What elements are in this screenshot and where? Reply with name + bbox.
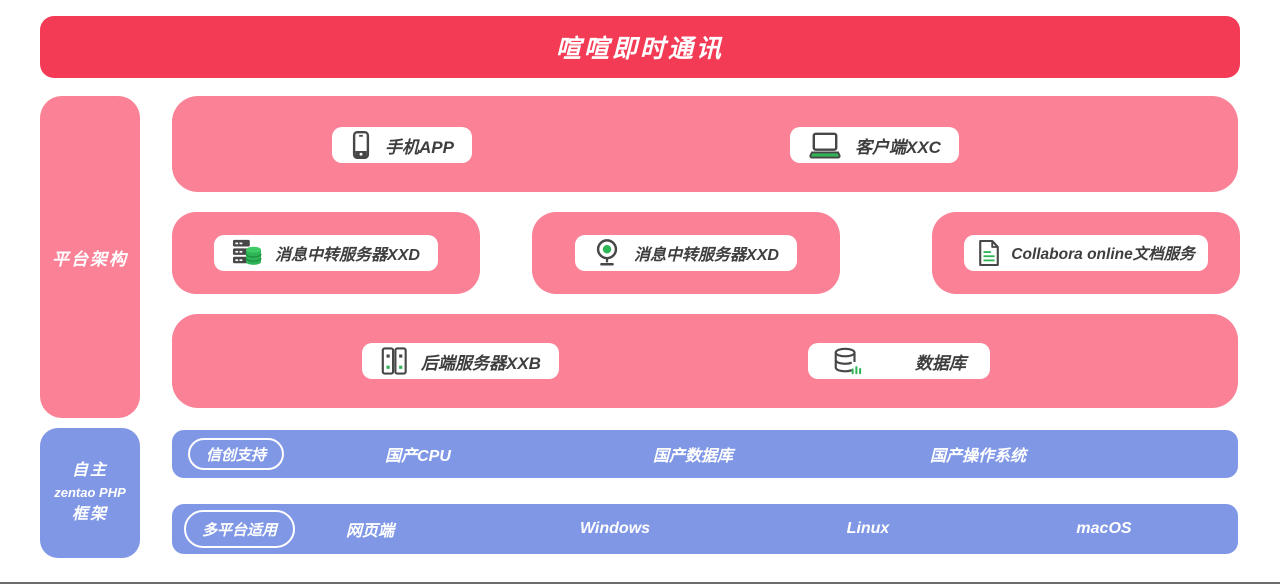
platform-architecture-label: 平台架构 (52, 249, 128, 269)
database-pill: 数据库 (808, 343, 990, 379)
framework-box: 自主 zentao PHP 框架 (40, 428, 140, 558)
relay-server-label-1: 消息中转服务器XXD (275, 247, 420, 264)
database-label: 数据库 (915, 353, 966, 373)
framework-line-3: 框架 (71, 505, 108, 523)
framework-line-1: 自主 (71, 462, 108, 480)
client-xxc-label: 客户端XXC (855, 137, 941, 157)
relay-server-pill-2: 消息中转服务器XXD (575, 235, 797, 271)
document-icon (977, 239, 1001, 267)
platform-architecture-box: 平台架构 (40, 96, 140, 418)
domestic-database-label: 国产数据库 (652, 448, 734, 465)
phone-icon (350, 130, 372, 160)
backend-server-pill: 后端服务器XXB (362, 343, 559, 379)
mobile-app-pill: 手机APP (332, 127, 472, 163)
platforms-row: 多平台适用 网页端 Windows Linux macOS (172, 504, 1238, 554)
collabora-pill: Collabora online文档服务 (964, 235, 1208, 271)
screenshot-bottom-edge (0, 582, 1280, 584)
relay-server-box-1: 消息中转服务器XXD (172, 212, 480, 294)
macos-label: macOS (1076, 520, 1132, 537)
server-stack-icon (232, 239, 262, 267)
domestic-os-label: 国产操作系统 (929, 448, 1027, 465)
relay-server-box-2: 消息中转服务器XXD (532, 212, 840, 294)
page-title: 喧喧即时通讯 (555, 35, 724, 63)
webcam-icon (593, 238, 621, 268)
relay-server-label-2: 消息中转服务器XXD (634, 247, 779, 264)
windows-label: Windows (579, 520, 651, 537)
web-client-label: 网页端 (345, 523, 395, 540)
clients-row: 手机APP 客户端XXC (172, 96, 1238, 192)
xinchuang-row: 信创支持 国产CPU 国产数据库 国产操作系统 (172, 430, 1238, 478)
backend-server-label: 后端服务器XXB (421, 353, 541, 373)
database-icon (832, 346, 862, 376)
laptop-icon (808, 131, 842, 159)
xinchuang-badge: 信创支持 (188, 438, 285, 470)
banner: 喧喧即时通讯 (40, 16, 1240, 78)
domestic-cpu-label: 国产CPU (385, 448, 451, 465)
framework-line-2: zentao PHP (54, 485, 126, 501)
backend-row: 后端服务器XXB 数据库 (172, 314, 1238, 408)
client-xxc-pill: 客户端XXC (790, 127, 959, 163)
collabora-label: Collabora online文档服务 (1011, 246, 1195, 263)
relay-server-pill-1: 消息中转服务器XXD (214, 235, 438, 271)
multiplatform-badge: 多平台适用 (184, 510, 296, 548)
mobile-app-label: 手机APP (385, 137, 454, 157)
linux-label: Linux (846, 520, 890, 537)
server-towers-icon (380, 346, 408, 376)
collabora-box: Collabora online文档服务 (932, 212, 1240, 294)
